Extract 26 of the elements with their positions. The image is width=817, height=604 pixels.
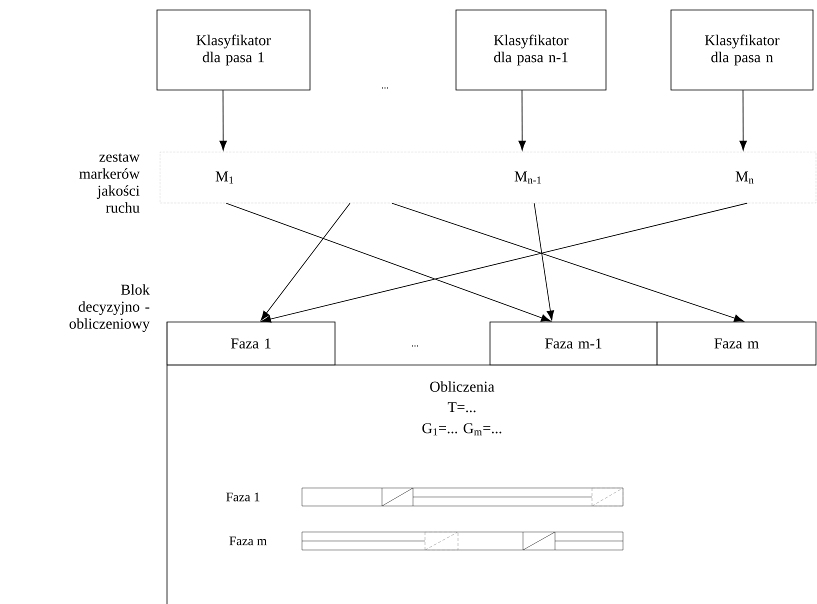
marker-label: M$_{n}$	[736, 172, 754, 184]
block-label: Blok decyzyjno - obliczeniowy	[70, 284, 150, 332]
phase-box: Faza 1	[166, 322, 336, 366]
marker-label: M$_{n-1}$	[514, 172, 541, 184]
classifier-box: Klasyfikator dla pasa 1	[156, 10, 310, 90]
arrow	[739, 90, 747, 150]
arrow	[260, 202, 350, 321]
arrow	[261, 202, 748, 323]
calculation-text: Obliczenia	[430, 381, 494, 392]
band-label: zestaw markerów jakości ruchu	[79, 153, 140, 213]
arrow	[392, 202, 744, 322]
phase-box: Faza m	[656, 322, 816, 366]
ellipsis: ...	[382, 87, 388, 89]
arrow	[534, 202, 554, 320]
timeline-label: Faza 1	[226, 492, 260, 502]
classifier-box: Klasyfikator dla pasa n-1	[456, 10, 606, 90]
arrow	[518, 90, 526, 150]
calculation-text: T=...	[448, 402, 476, 412]
arrow	[226, 202, 551, 322]
marker-label: M$_{1}$	[216, 172, 234, 184]
phase-box: Faza m-1	[490, 322, 658, 366]
ellipsis: ...	[412, 345, 418, 347]
calculation-text: G$_{1}$=... G$_{m}$=...	[422, 423, 502, 436]
timeline-label: Faza m	[229, 536, 267, 546]
classifier-box: Klasyfikator dla pasa n	[670, 10, 814, 90]
arrow	[219, 90, 227, 150]
